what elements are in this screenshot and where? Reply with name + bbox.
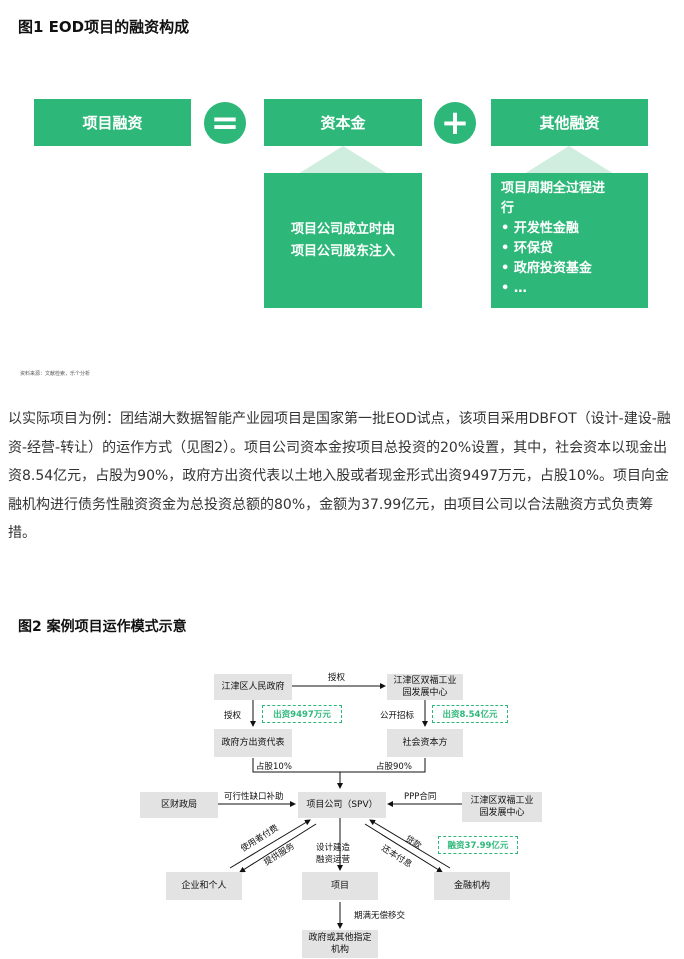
- node-gov-investor: 政府方出资代表: [214, 729, 292, 757]
- equals-icon: =: [204, 102, 246, 144]
- badge-finance-3799: 融资37.99亿元: [438, 836, 518, 854]
- capital-pointer: [298, 146, 388, 174]
- body-paragraph: 以实际项目为例：团结湖大数据智能产业园项目是国家第一批EOD试点，该项目采用DB…: [8, 411, 671, 541]
- capital-detail-line: 项目公司股东注入: [290, 243, 395, 259]
- arrow-loan: [369, 819, 451, 869]
- other-detail-item: • 环保贷: [501, 241, 553, 256]
- node-social-capital: 社会资本方: [387, 729, 463, 757]
- label-free-transfer: 期满无偿移交: [354, 911, 406, 921]
- capital-detail-box: 项目公司成立时由 项目公司股东注入: [264, 173, 422, 308]
- node-text: 政府或其他指定: [308, 933, 372, 943]
- node-finance-bureau: 区财政局: [140, 792, 218, 818]
- plus-icon: +: [434, 102, 476, 144]
- label-ppp-contract: PPP合同: [404, 792, 437, 802]
- arrow-investor-merge: [252, 758, 340, 773]
- label-viability-gap: 可行性缺口补助: [224, 792, 284, 802]
- node-shuangfu-center-right: 江津区双福工业 园发展中心: [462, 792, 542, 822]
- node-text: 江津区双福工业: [393, 676, 457, 686]
- node-gov-designated: 政府或其他指定 机构: [302, 930, 378, 958]
- other-detail-item: • 开发性金融: [501, 221, 579, 236]
- node-enterprises: 企业和个人: [166, 872, 242, 900]
- label-share-10: 占股10%: [256, 762, 292, 772]
- label-share-90: 占股90%: [376, 762, 412, 772]
- node-text: 江津区双福工业: [470, 796, 534, 806]
- arrow-user-pay: [229, 819, 311, 869]
- node-shuangfu-center-top: 江津区双福工业 园发展中心: [387, 674, 463, 700]
- other-detail-box: 项目周期全过程进 行 • 开发性金融 • 环保贷 • 政府投资基金 • …: [491, 173, 648, 308]
- node-text: 园发展中心: [479, 808, 525, 818]
- capital-box: 资本金: [264, 99, 422, 146]
- arrow-repay: [364, 823, 443, 873]
- figure-1-title: 图1 EOD项目的融资构成: [18, 18, 190, 36]
- other-detail-heading: 项目周期全过程进: [501, 181, 606, 196]
- other-financing-box: 其他融资: [491, 99, 648, 146]
- other-detail-item: • …: [501, 281, 527, 296]
- node-project: 项目: [302, 872, 378, 900]
- arrow-service: [239, 823, 317, 873]
- label-authorize-left: 授权: [224, 711, 242, 721]
- figure-1-source: 资料来源：文献检索，乐个分析: [20, 371, 91, 377]
- badge-invest-9497: 出资9497万元: [262, 705, 342, 723]
- figure-2-title: 图2 案例项目运作模式示意: [18, 619, 187, 635]
- other-detail-item: • 政府投资基金: [501, 261, 592, 276]
- label-public-bid: 公开招标: [380, 711, 415, 721]
- label-authorize-top: 授权: [328, 673, 346, 683]
- node-jiangjin-government: 江津区人民政府: [214, 674, 292, 700]
- label-line: 融资运营: [316, 855, 351, 865]
- badge-invest-854: 出资8.54亿元: [432, 705, 508, 723]
- other-pointer: [524, 146, 614, 174]
- project-financing-box: 项目融资: [34, 99, 191, 146]
- label-line: 设计建造: [316, 843, 351, 853]
- node-text: 园发展中心: [402, 688, 448, 698]
- arrow-social-merge: [340, 758, 426, 773]
- capital-detail-line: 项目公司成立时由: [290, 221, 395, 237]
- node-financial-institution: 金融机构: [434, 872, 510, 900]
- node-text: 机构: [330, 945, 349, 955]
- label-design-build: 设计建造 融资运营: [316, 842, 350, 866]
- other-detail-heading: 行: [501, 201, 515, 216]
- node-spv: 项目公司（SPV）: [298, 792, 386, 818]
